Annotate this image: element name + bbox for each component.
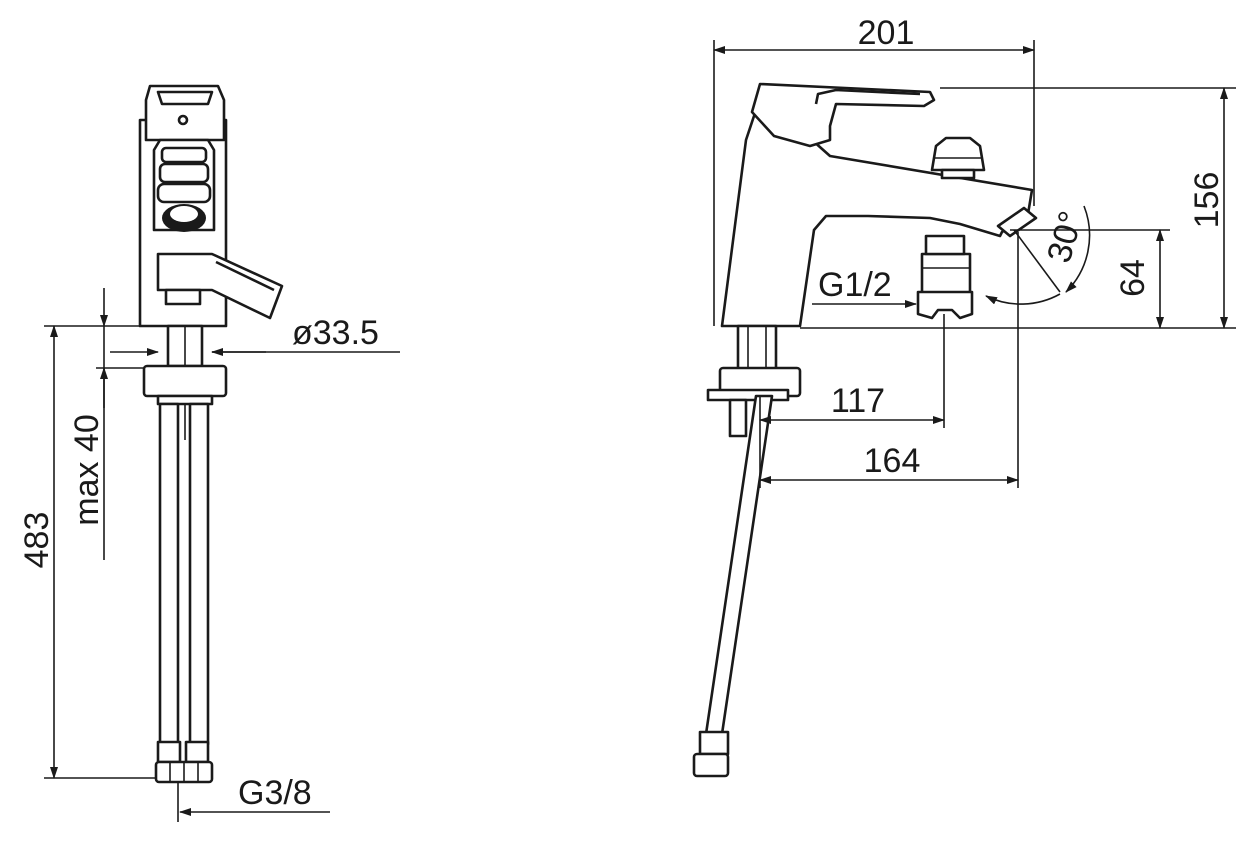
- dim-201-label: 201: [858, 14, 915, 52]
- dim-117-label: 117: [831, 382, 885, 420]
- side-faucet-body: [720, 82, 1038, 328]
- dimension-max-40: max 40: [68, 288, 144, 560]
- side-view: 201 156 64 30° G1/2: [692, 14, 1236, 778]
- dim-164-label: 164: [864, 442, 921, 480]
- dimension-117: 117: [759, 314, 945, 488]
- front-view: 483 max 40 ø33.5 G3/8: [18, 84, 400, 822]
- side-mounting: [692, 324, 802, 778]
- dimension-diameter: ø33.5: [110, 314, 400, 356]
- front-mounting: [142, 324, 228, 784]
- dim-angle-label: 30°: [1040, 207, 1091, 267]
- dim-483-label: 483: [18, 512, 56, 569]
- dimension-thread: G3/8: [177, 774, 330, 822]
- front-faucet-body: [138, 84, 284, 328]
- dim-64-label: 64: [1114, 259, 1152, 297]
- dim-max-40-label: max 40: [68, 414, 106, 526]
- dimension-483: 483: [18, 325, 156, 779]
- dim-diameter-label: ø33.5: [292, 314, 379, 352]
- dimension-outlet: G1/2: [812, 266, 917, 308]
- dim-156-label: 156: [1188, 172, 1226, 229]
- dimension-156: 156: [800, 87, 1236, 329]
- dimension-64: 64: [1010, 229, 1170, 329]
- dim-outlet-label: G1/2: [818, 266, 892, 304]
- dimension-164: 164: [759, 232, 1019, 488]
- dimension-201: 201: [713, 14, 1035, 326]
- dim-thread-label: G3/8: [238, 774, 312, 812]
